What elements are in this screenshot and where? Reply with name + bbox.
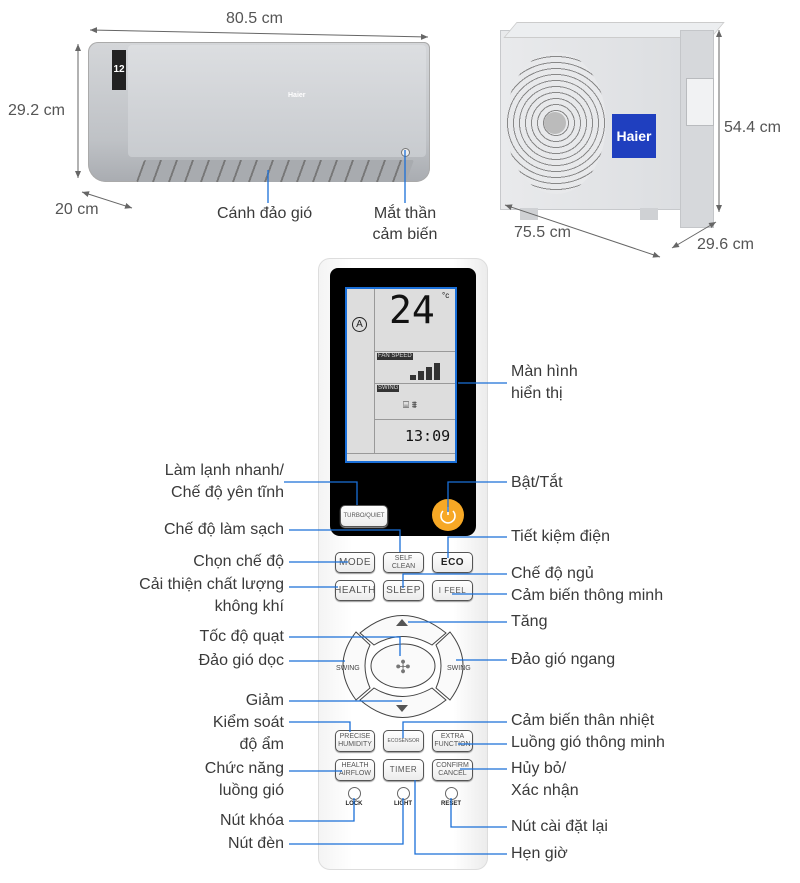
callout-turbo-1: Làm lạnh nhanh/ [164,462,284,479]
callout-power: Bật/Tắt [511,474,563,491]
ecosensor-button[interactable]: ECOSENSOR [383,730,424,752]
callout-display-1: Màn hình [511,363,578,380]
callout-up: Tăng [511,613,548,630]
precise-humidity-button[interactable]: PRECISE HUMIDITY [335,730,375,752]
callout-mode: Chọn chế độ [193,553,284,570]
callout-confirm-2: Xác nhận [511,782,579,799]
sensor-label-2: cảm biến [372,226,438,243]
reset-button[interactable] [445,787,458,800]
outdoor-height-label: 54.4 cm [724,119,781,136]
lcd-display: A 24 °c FAN SPEED SWING ⌸ ⩩ 13:09 [345,287,457,463]
callout-ecosensor: Cảm biến thân nhiệt [511,712,655,729]
auto-mode-icon: A [352,317,367,332]
callout-self-clean: Chế độ làm sạch [163,521,284,538]
lcd-time: 13:09 [405,427,451,445]
callout-swing-vertical: Đảo gió dọc [198,652,284,669]
indoor-width-label: 80.5 cm [226,10,283,27]
callout-reset: Nút cài đặt lại [511,818,608,835]
callout-eco: Tiết kiệm điện [511,528,610,545]
sensor-eye [401,148,410,157]
swing-left-label: SWING [336,665,360,672]
callout-timer: Hẹn giờ [511,845,568,862]
fan-hub [544,112,566,134]
swing-icons: ⌸ ⩩ [403,400,418,411]
callout-fan-speed: Tốc độ quạt [199,628,285,645]
callout-airflow-1: Chức năng [204,760,284,777]
power-icon [440,507,456,524]
callout-sleep: Chế độ ngủ [511,565,594,582]
swing-right-label: SWING [447,665,471,672]
timer-button[interactable]: TIMER [383,759,424,781]
haier-logo-outdoor: Haier [612,114,656,158]
callout-down: Giảm [245,692,284,709]
callout-health-1: Cải thiện chất lượng [139,576,284,593]
confirm-cancel-button[interactable]: CONFIRM CANCEL [432,759,473,781]
power-button[interactable] [432,499,464,531]
outdoor-width-label: 75.5 cm [514,224,571,241]
lcd-temperature: 24 [389,288,435,332]
haier-logo: Haier [288,92,306,99]
light-button[interactable] [397,787,410,800]
energy-label: 12 [112,50,126,90]
louver-label: Cánh đảo gió [217,205,313,222]
callout-humidity-1: Kiểm soát [212,714,284,731]
lock-button[interactable] [348,787,361,800]
eco-button[interactable]: ECO [432,552,473,573]
indoor-height-label: 29.2 cm [8,102,65,119]
swing-label: SWING [377,385,400,392]
callout-lock: Nút khóa [219,812,284,829]
sensor-label-1: Mắt thần [373,205,437,222]
self-clean-button[interactable]: SELF CLEAN [383,552,424,573]
callout-airflow-2: luồng gió [219,782,284,799]
callout-health-2: không khí [214,598,284,615]
indoor-width-arrow [89,27,429,40]
lock-label: LOCK [345,801,363,807]
lcd-temp-unit: °c [442,291,450,300]
callout-display-2: hiển thị [511,385,563,402]
indoor-unit: 12 Haier [88,42,430,182]
turbo-quiet-button[interactable]: TURBO/QUIET [340,505,388,527]
callout-turbo-2: Chế độ yên tĩnh [171,484,284,501]
outdoor-unit: Haier [500,22,725,232]
health-airflow-button[interactable]: HEALTH AIRFLOW [335,759,375,781]
health-button[interactable]: HEALTH [334,580,375,601]
fan-speed-label: FAN SPEED [377,353,413,360]
callout-extra: Luồng gió thông minh [511,734,665,751]
light-label: LIGHT [394,801,412,807]
mode-button[interactable]: MODE [335,552,375,573]
callout-humidity-2: độ ẩm [239,736,284,753]
extra-function-button[interactable]: EXTRA FUNCTION [432,730,473,752]
outdoor-depth-label: 29.6 cm [697,236,754,253]
louver [135,160,415,182]
indoor-depth-label: 20 cm [55,201,99,218]
sleep-button[interactable]: SLEEP [383,580,424,601]
callout-light: Nút đèn [227,835,284,852]
reset-label: RESET [440,801,461,807]
fan-speed-bars [410,362,442,380]
ifeel-button[interactable]: I FEEL [432,580,473,601]
callout-ifeel: Cảm biến thông minh [511,587,664,604]
callout-swing-horizontal: Đảo gió ngang [511,651,616,668]
callout-confirm-1: Hủy bỏ/ [511,760,567,777]
